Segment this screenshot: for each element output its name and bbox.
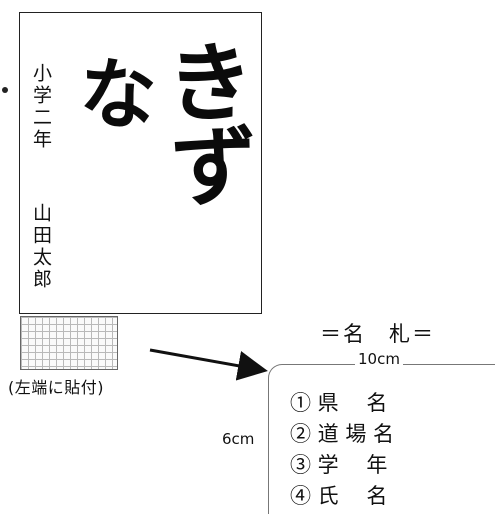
grid-caption: (左端に貼付) bbox=[8, 378, 104, 397]
field-full-name: ④ 氏 名 bbox=[290, 484, 388, 508]
name-card-title: ＝名 札＝ bbox=[320, 322, 435, 346]
name-card-grid-placeholder bbox=[20, 316, 118, 370]
name-card-fields: ① 県 名 ② 道 場 名 ③ 学 年 ④ 氏 名 bbox=[290, 388, 394, 512]
field-dojo-name: ② 道 場 名 bbox=[290, 422, 395, 446]
name-card-height-label: 6cm bbox=[222, 430, 255, 448]
field-prefecture: ① 県 名 bbox=[290, 391, 388, 415]
student-grade: 小学二年 bbox=[30, 63, 52, 151]
calligraphy-paper: きず な 小学二年 山田太郎 bbox=[19, 12, 262, 314]
margin-dot bbox=[2, 87, 8, 93]
student-name: 山田太郎 bbox=[30, 203, 52, 291]
name-card-width-label: 10cm bbox=[355, 350, 403, 368]
arrow-line bbox=[149, 348, 268, 381]
field-grade: ③ 学 年 bbox=[290, 453, 388, 477]
